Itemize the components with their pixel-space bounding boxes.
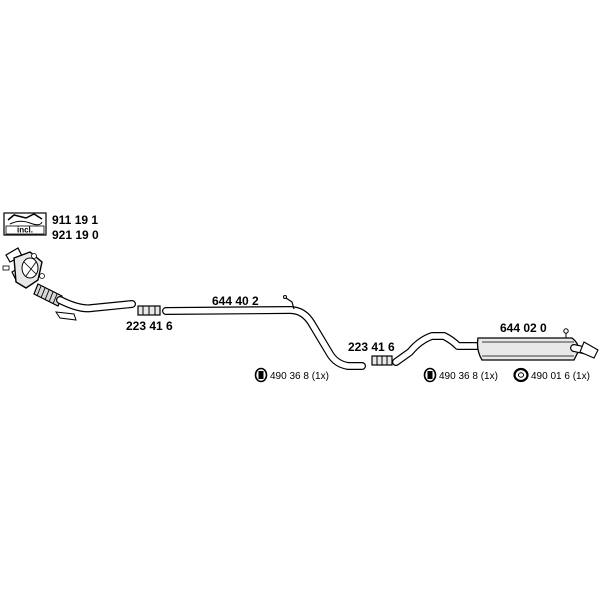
rubber-ring-hanger-icon [513, 367, 529, 383]
middle-pipe-label: 644 40 2 [212, 294, 259, 308]
hanger-rear-b-label: 490 01 6 (1x) [531, 371, 590, 382]
front-pipe-clamp [137, 305, 161, 316]
kit-part-number-a: 911 19 1 [52, 213, 98, 227]
hanger-mid-label: 490 36 8 (1x) [270, 371, 329, 382]
rear-muffler-assembly [392, 328, 599, 366]
kit-part-number-b: 921 19 0 [52, 228, 99, 242]
rear-clamp-label: 223 41 6 [348, 340, 395, 354]
catalytic-converter-assembly [2, 247, 136, 321]
hanger-rear-a-label: 490 36 8 (1x) [439, 371, 498, 382]
middle-pipe [162, 295, 366, 370]
rear-pipe-clamp [371, 355, 393, 366]
rubber-hanger-icon [423, 367, 437, 383]
kit-badge-label: incl. [17, 226, 33, 235]
front-clamp-label: 223 41 6 [126, 319, 173, 333]
rear-muffler-label: 644 02 0 [500, 321, 547, 335]
rubber-hanger-icon [254, 367, 268, 383]
kit-box-icon: incl. [3, 212, 47, 236]
